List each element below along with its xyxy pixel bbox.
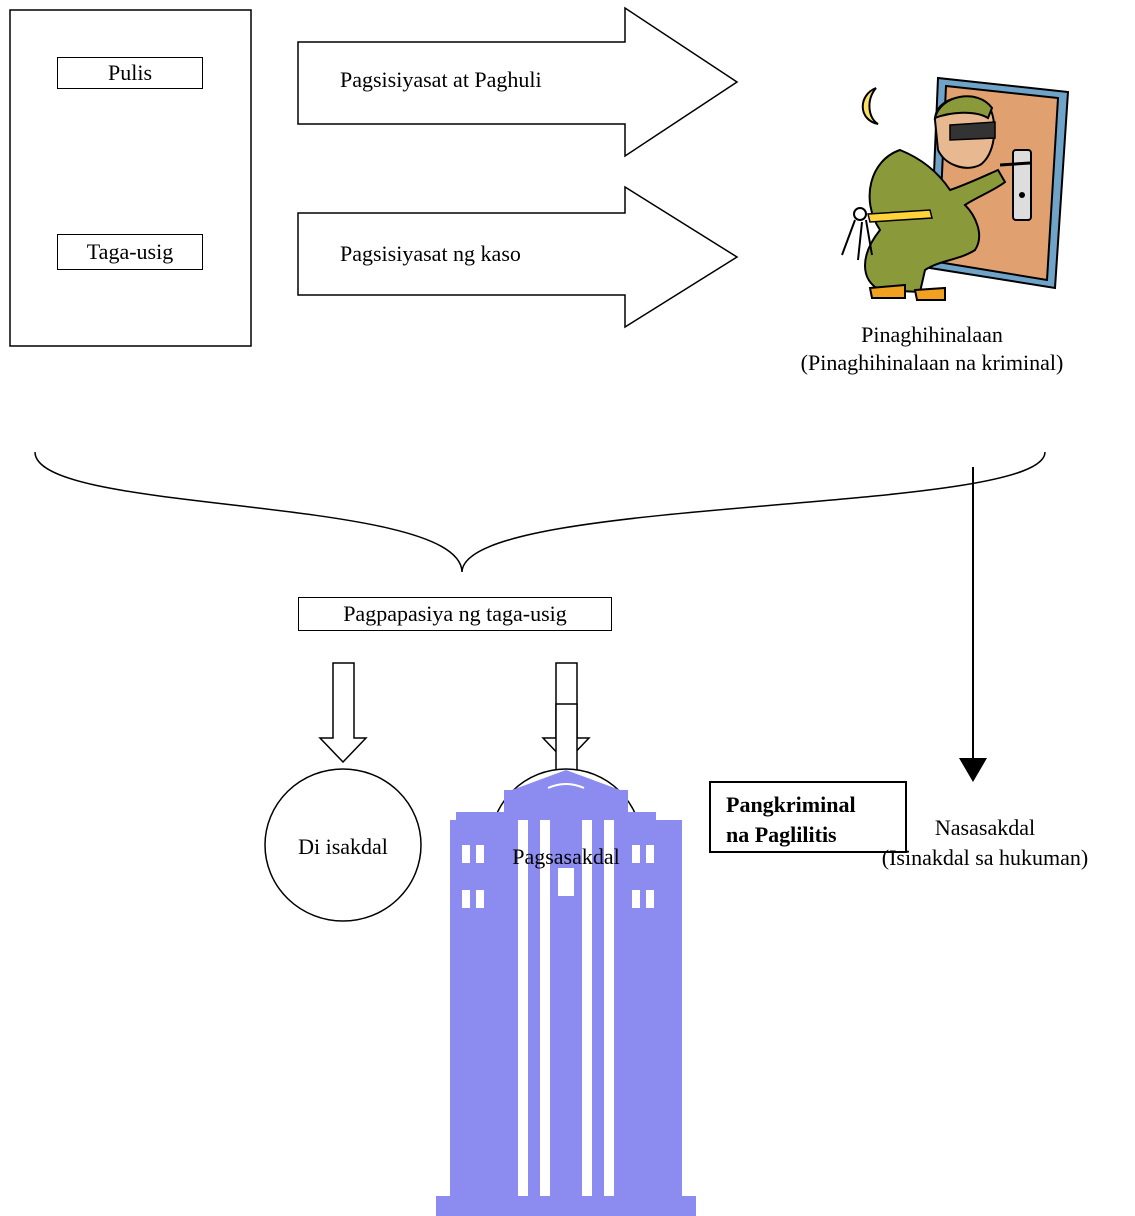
burglar-at-door-icon [841,76,1070,301]
police-action-arrow [297,6,739,158]
suspect-caption-line2: (Pinaghihinalaan na kriminal) [800,350,1064,375]
no-charge-label: Di isakdal [298,834,388,859]
trial-label-line1: Pangkriminal [726,792,856,817]
courthouse-details [462,820,654,1196]
suspect-caption-line1: Pinaghihinalaan [861,322,1003,347]
decision-box: Pagpapasiya ng taga-usig [298,597,612,631]
trial-label-line2: na Paglilitis [726,822,837,847]
police-action-label: Pagsisiyasat at Paghuli [340,67,542,92]
moon-icon [861,87,879,125]
down-arrow-no-charge [318,662,368,764]
courthouse-icon [436,770,696,1216]
trial-label-frame [709,781,907,853]
prosecutor-label: Taga-usig [57,234,203,270]
charge-label: Pagsasakdal [512,844,620,869]
no-charge-circle [264,768,422,922]
prosecutor-action-arrow [297,185,739,329]
police-label: Pulis [57,57,203,89]
pediment-ornament [547,783,585,789]
convergence-brace [34,451,1046,573]
prosecutor-action-label: Pagsisiyasat ng kaso [340,241,521,266]
accused-caption-line1: Nasasakdal [934,815,1036,840]
accused-caption-line2: (Isinakdal sa hukuman) [881,845,1089,870]
